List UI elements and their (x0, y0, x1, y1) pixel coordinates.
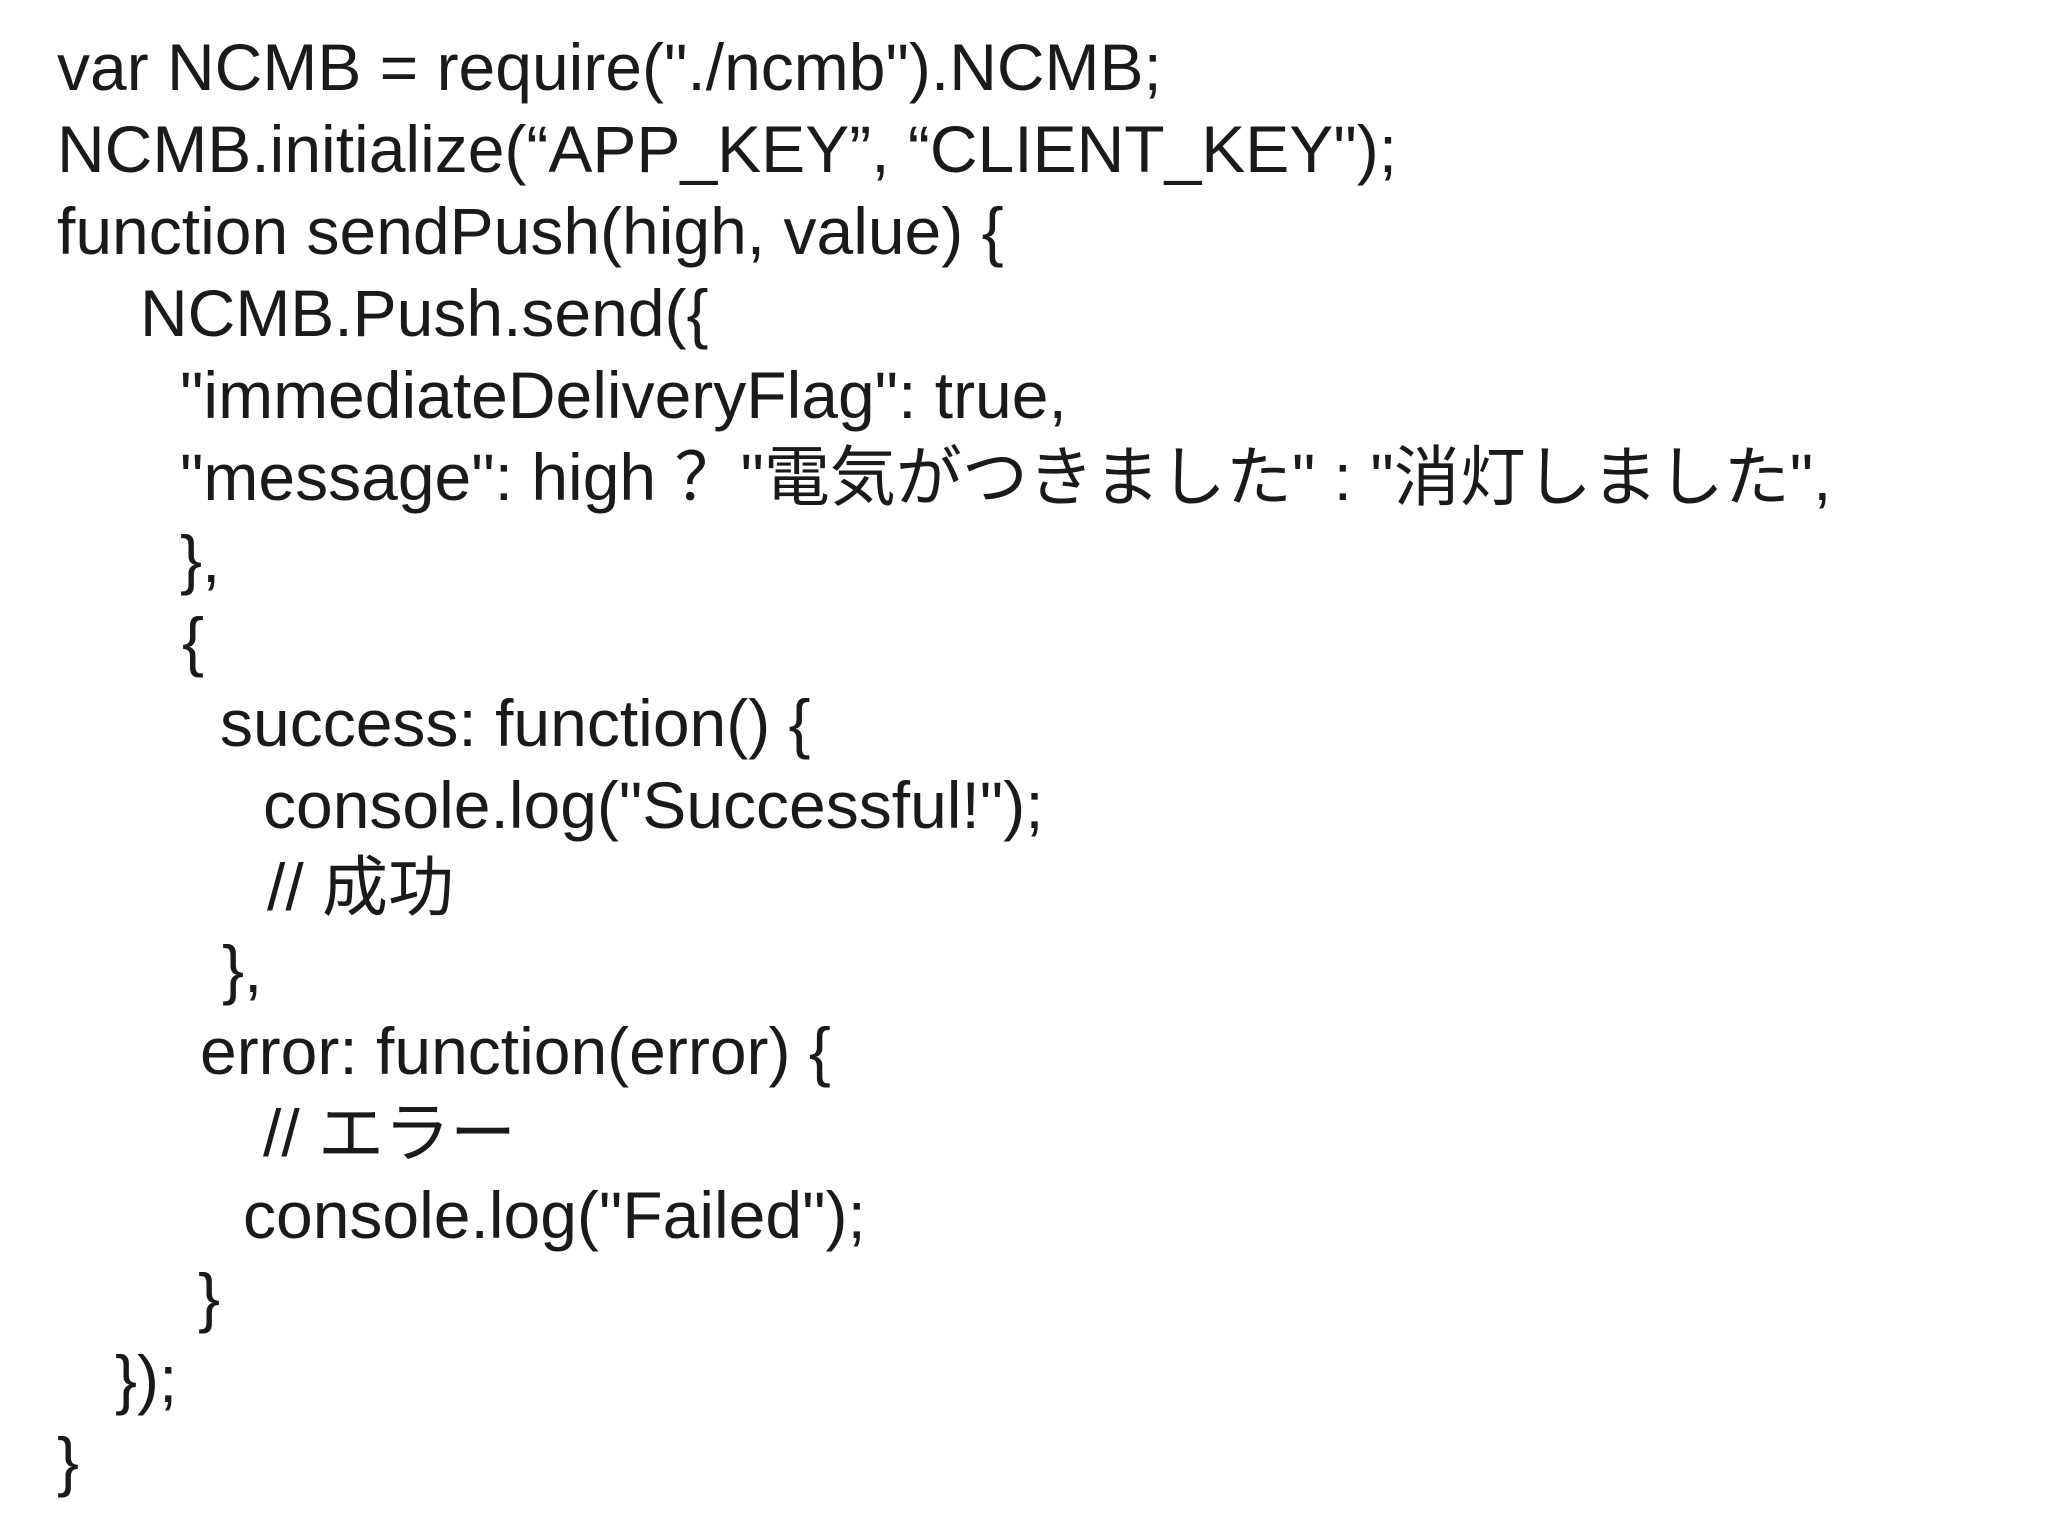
code-line: console.log("Failed"); (243, 1178, 866, 1252)
code-line: "immediateDeliveryFlag": true, (180, 358, 1067, 432)
code-line: } (198, 1260, 221, 1334)
code-line: }, (180, 522, 221, 596)
code-line: NCMB.Push.send({ (140, 276, 709, 350)
code-line: { (182, 604, 205, 678)
code-line: // 成功 (267, 850, 455, 924)
code-line: }, (222, 932, 263, 1006)
code-block: var NCMB = require("./ncmb").NCMB; NCMB.i… (57, 30, 1832, 1498)
code-line: "message": high ？"電気がつきました" : "消灯しました", (180, 440, 1832, 514)
code-line: function sendPush(high, value) { (57, 194, 1004, 268)
code-line: }); (115, 1342, 178, 1416)
code-line: // エラー (263, 1096, 517, 1170)
code-line: var NCMB = require("./ncmb").NCMB; (57, 30, 1162, 104)
code-line: error: function(error) { (200, 1014, 831, 1088)
code-line: success: function() { (220, 686, 811, 760)
code-line: } (57, 1424, 80, 1498)
code-line: console.log("Successful!"); (263, 768, 1044, 842)
code-line: NCMB.initialize(“APP_KEY”, “CLIENT_KEY")… (57, 112, 1398, 186)
